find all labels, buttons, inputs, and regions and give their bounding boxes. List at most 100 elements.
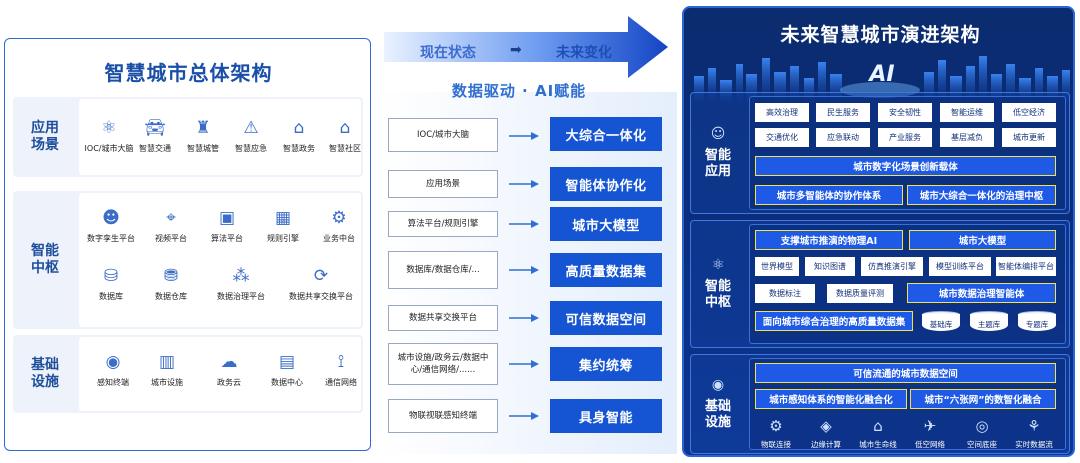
section-label: ◉基础 设施 <box>691 355 745 453</box>
item-city-facilities: ▥城市设施 <box>135 351 199 388</box>
datacenter-icon: ▤ <box>278 352 296 372</box>
item-label: 通信网络 <box>325 378 357 387</box>
item-label: 数字孪生平台 <box>87 234 135 243</box>
location-icon: ⌖ <box>166 208 176 228</box>
section-label-text: 基础 设施 <box>31 357 59 390</box>
section-label-text: 智能 中枢 <box>704 279 731 310</box>
item-label: 政务云 <box>217 378 241 387</box>
sensor-icon: ◉ <box>105 352 121 372</box>
scenario-tag: 城市更新 <box>1002 128 1056 147</box>
store-label: 基础库 <box>922 314 960 331</box>
future-change-label: 未来变化 <box>556 45 612 61</box>
item-data-warehouse: ⛃数据仓库 <box>139 265 203 302</box>
section-label-text: 智能 中枢 <box>31 243 59 276</box>
item-sensor: ◉感知终端 <box>81 351 145 388</box>
space-base-icon: ◎ <box>975 417 989 435</box>
item-label: 智慧社区 <box>329 144 361 153</box>
monitor-icon: ▣ <box>218 208 236 228</box>
governance-bar: 城市大综合一体化的治理中枢 <box>907 185 1056 205</box>
store-label: 主题库 <box>970 314 1008 331</box>
item-label: 低空网络 <box>915 440 945 449</box>
section-smart-application: ☺智能 应用 高效治理 民生服务 安全韧性 智能运维 低空经济 交通优化 应急联… <box>690 92 1070 214</box>
item-data-sharing: ⟳数据共享交换平台 <box>289 265 353 302</box>
lifeline-icon: ⌂ <box>873 417 883 435</box>
panel-title: 智慧城市总体架构 <box>104 61 273 85</box>
overall-architecture-panel: 智慧城市总体架构 应用 场景 ⚛IOC/城市大脑 🚘︎智慧交通 ♜智慧城管 ⚠智… <box>4 38 371 451</box>
section-infrastructure: 基础 设施 ◉感知终端 ▥城市设施 ☁政务云 ▤数据中心 ⟟通信网络 <box>13 335 363 413</box>
section-application-scenarios: 应用 场景 ⚛IOC/城市大脑 🚘︎智慧交通 ♜智慧城管 ⚠智慧应急 ⌂智慧政务… <box>13 97 363 177</box>
panel-title: 未来智慧城市演进架构 <box>780 24 981 46</box>
item-label: 视频平台 <box>155 234 187 243</box>
database-icon: 专题库 <box>1018 311 1056 333</box>
store-label: 专题库 <box>1018 314 1056 331</box>
item-label: 空间底座 <box>967 440 997 449</box>
item-label: 智慧交通 <box>139 144 171 153</box>
scenario-tag: 交通优化 <box>755 128 809 147</box>
section-body: ☻数字孪生平台 ⌖视频平台 ▣算法平台 ▦规则引擎 ⚙业务中台 ⛁数据库 ⛃数据… <box>79 193 361 327</box>
section-intelligent-hub: ⚛ 智能 中枢 支撑城市推演的物理AI 城市大模型 世界模型 知识图谱 仿真推演引… <box>690 220 1070 348</box>
arrow-right-icon <box>509 180 539 188</box>
link-icon: ⚙ <box>769 417 783 435</box>
cloud-icon: ☁ <box>220 352 238 372</box>
item-label: 规则引擎 <box>267 234 299 243</box>
to-box: 智能体协作化 <box>550 167 662 201</box>
physical-ai-bar: 支撑城市推演的物理AI <box>755 230 903 250</box>
tool-tag: 世界模型 <box>755 257 799 276</box>
item-label: 实时数据流 <box>1015 440 1053 449</box>
arrow-right-icon <box>509 412 539 420</box>
infra-item: ⚘实时数据流 <box>1008 417 1060 450</box>
section-label-text: 应用 场景 <box>31 120 59 153</box>
from-box: 城市设施/政务云/数据中心/通信网络/...... <box>388 343 498 385</box>
six-networks-bar: 城市“六张网”的数智化融合 <box>910 389 1056 409</box>
carrier-bar: 城市数字化场景创新载体 <box>755 156 1056 176</box>
item-label: IOC/城市大脑 <box>84 144 134 153</box>
tool-tag: 智能体编排平台 <box>996 257 1056 276</box>
item-label: 业务中台 <box>323 234 355 243</box>
arrow-right-icon <box>509 132 539 140</box>
section-body: ⚛IOC/城市大脑 🚘︎智慧交通 ♜智慧城管 ⚠智慧应急 ⌂智慧政务 ⌂智慧社区 <box>79 99 361 175</box>
infra-item: ◎ 空间底座 <box>956 417 1008 450</box>
item-urban-management: ♜智慧城管 <box>171 117 235 154</box>
infra-item: ✈低空网络 <box>904 417 956 450</box>
from-box: 数据共享交换平台 <box>388 305 498 331</box>
chip-icon: ▦ <box>274 208 292 228</box>
database-icon: 主题库 <box>970 311 1008 333</box>
item-algorithm-platform: ▣算法平台 <box>195 207 259 244</box>
people-icon: ☺ <box>710 126 726 142</box>
item-traffic: 🚘︎智慧交通 <box>123 117 187 154</box>
to-box: 城市大模型 <box>550 207 662 241</box>
item-label: 物联连接 <box>761 440 791 449</box>
item-label: 智慧城管 <box>187 144 219 153</box>
section-label-text: 智能 应用 <box>704 148 731 179</box>
community-icon: ⌂ <box>339 118 351 138</box>
item-label: 数据治理平台 <box>217 292 265 301</box>
sensor-icon: ◉ <box>711 377 725 393</box>
brain-icon: ⚛ <box>711 257 725 273</box>
item-digital-twin: ☻ 数字孪生平台 <box>79 207 143 244</box>
from-box: IOC/城市大脑 <box>388 118 498 152</box>
section-body: 支撑城市推演的物理AI 城市大模型 世界模型 知识图谱 仿真推演引擎 模型训练平… <box>749 224 1066 344</box>
infra-item: ⌂城市生命线 <box>852 417 904 450</box>
section-label: 应用 场景 <box>13 97 77 177</box>
scenario-tag: 产业服务 <box>878 128 932 147</box>
network-icon: ⁂ <box>232 266 250 286</box>
item-government: ⌂智慧政务 <box>267 117 331 154</box>
item-label: 智慧政务 <box>283 144 315 153</box>
section-intelligent-hub: 智能 中枢 ☻数字孪生平台 ⌖视频平台 ▣算法平台 ▦规则引擎 ⚙业务中台 ⛁数… <box>13 191 363 329</box>
ai-logo: AI <box>869 62 895 87</box>
item-gov-cloud: ☁ 政务云 <box>197 351 261 388</box>
transition-arrow <box>384 16 668 78</box>
engineer-icon: ☻ <box>102 208 120 228</box>
data-space-bar: 可信流通的城市数据空间 <box>755 363 1056 383</box>
quality-tag: 数据质量评测 <box>827 284 893 303</box>
item-label: 城市设施 <box>151 378 183 387</box>
arrow-right-icon <box>509 266 539 274</box>
to-box: 高质量数据集 <box>550 253 662 287</box>
scenario-tag: 低空经济 <box>1002 103 1056 122</box>
arrow-right-icon <box>509 314 539 322</box>
scenario-tag: 高效治理 <box>755 103 809 122</box>
to-box: 集约统筹 <box>550 347 662 381</box>
to-box: 具身智能 <box>550 399 662 433</box>
to-box: 可信数据空间 <box>550 301 662 335</box>
agents-bar: 城市多智能体的协作体系 <box>755 185 903 205</box>
